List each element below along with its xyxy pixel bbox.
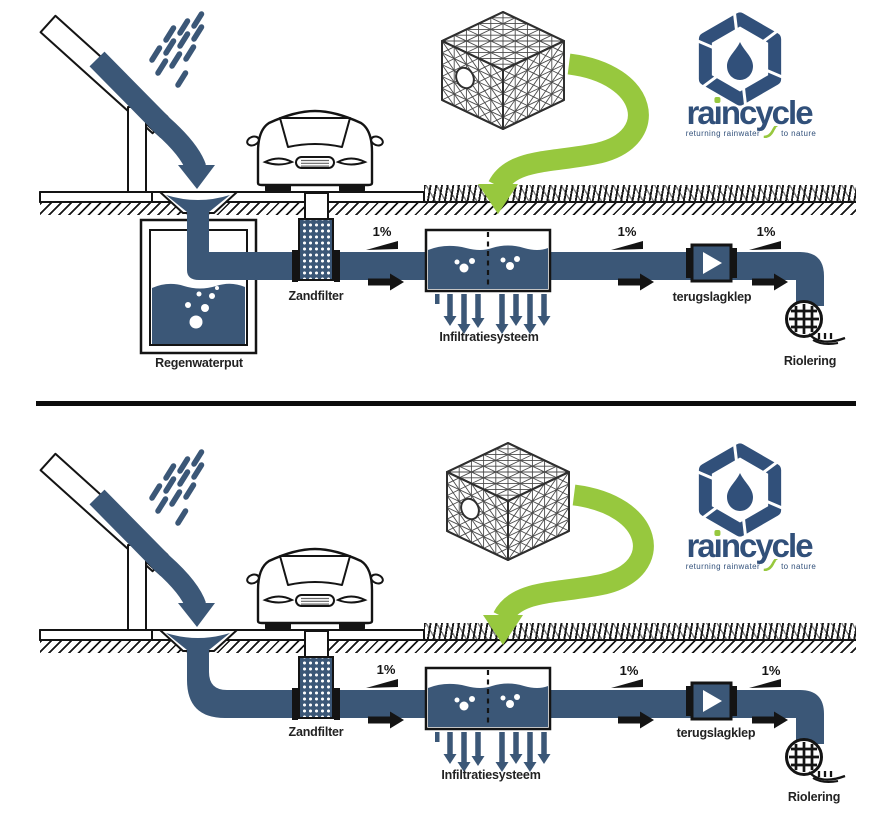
car-icon [246, 109, 384, 192]
sand-filter-box-bottom [298, 656, 334, 719]
hexagon-recycle-icon [692, 8, 788, 110]
green-curved-arrow-icon [483, 484, 654, 645]
flow-arrow-icons [368, 711, 788, 729]
label-infiltration-top: Infiltratiesysteem [439, 330, 539, 344]
diagram-bottom [39, 439, 846, 783]
brand-text: ra [686, 527, 715, 564]
brand-letter-i: ı [713, 527, 723, 564]
brand-letter-i: ı [713, 94, 723, 131]
infiltration-system [424, 228, 552, 334]
brand-i-dot [714, 97, 721, 103]
label-check-valve-bottom: terugslagklep [676, 726, 756, 740]
slope-label-top-3: 1% [756, 224, 776, 239]
panel-divider [36, 401, 856, 406]
label-sewer-top: Riolering [783, 354, 837, 368]
sewer-globe-icon [785, 738, 846, 783]
rain-icon [149, 449, 205, 526]
filter-shaft [304, 630, 329, 658]
sand-filter-tabs [292, 688, 340, 720]
slope-wedge-icons [366, 679, 781, 688]
soil-hatch-bottom [40, 639, 856, 653]
slope-label-bottom-3: 1% [761, 663, 781, 678]
tagline-swoosh-icon [763, 126, 779, 138]
brand-tagline-bottom: returning rainwater to nature [686, 559, 817, 571]
label-rainwater-pit: Regenwaterput [155, 356, 243, 370]
infiltration-system [424, 666, 552, 772]
tagline-swoosh-icon [763, 559, 779, 571]
slope-label-bottom-1: 1% [376, 662, 396, 677]
check-valve-icon [686, 681, 737, 721]
green-curved-arrow-icon [478, 53, 649, 214]
label-sewer-bottom: Riolering [787, 790, 841, 804]
car-icon [246, 547, 384, 630]
soil-hatch-top [40, 201, 856, 215]
grass-strip-bottom [424, 623, 856, 639]
hexagon-recycle-icon [692, 439, 788, 541]
slope-label-top-2: 1% [617, 224, 637, 239]
infiltration-crate-icon [441, 11, 565, 130]
label-sand-filter-top: Zandfilter [288, 289, 344, 303]
infiltration-crate-icon [446, 442, 570, 561]
flow-arrow-icons [368, 273, 788, 291]
diagram-top [39, 8, 846, 355]
sand-filter-box-top [298, 218, 334, 281]
slope-wedge-icons [366, 241, 781, 250]
brand-tagline-top: returning rainwater to nature [686, 126, 817, 138]
slope-label-bottom-2: 1% [619, 663, 639, 678]
brand-text: ra [686, 94, 715, 131]
label-sand-filter-bottom: Zandfilter [288, 725, 344, 739]
check-valve-icon [686, 243, 737, 283]
rain-icon [149, 11, 205, 88]
slope-label-top-1: 1% [372, 224, 392, 239]
label-check-valve-top: terugslagklep [672, 290, 752, 304]
brand-i-dot [714, 530, 721, 536]
grass-strip-top [424, 185, 856, 201]
sewer-globe-icon [785, 300, 846, 345]
sand-filter-tabs [292, 250, 340, 282]
label-infiltration-bottom: Infiltratiesysteem [441, 768, 541, 782]
filter-shaft [304, 192, 329, 220]
